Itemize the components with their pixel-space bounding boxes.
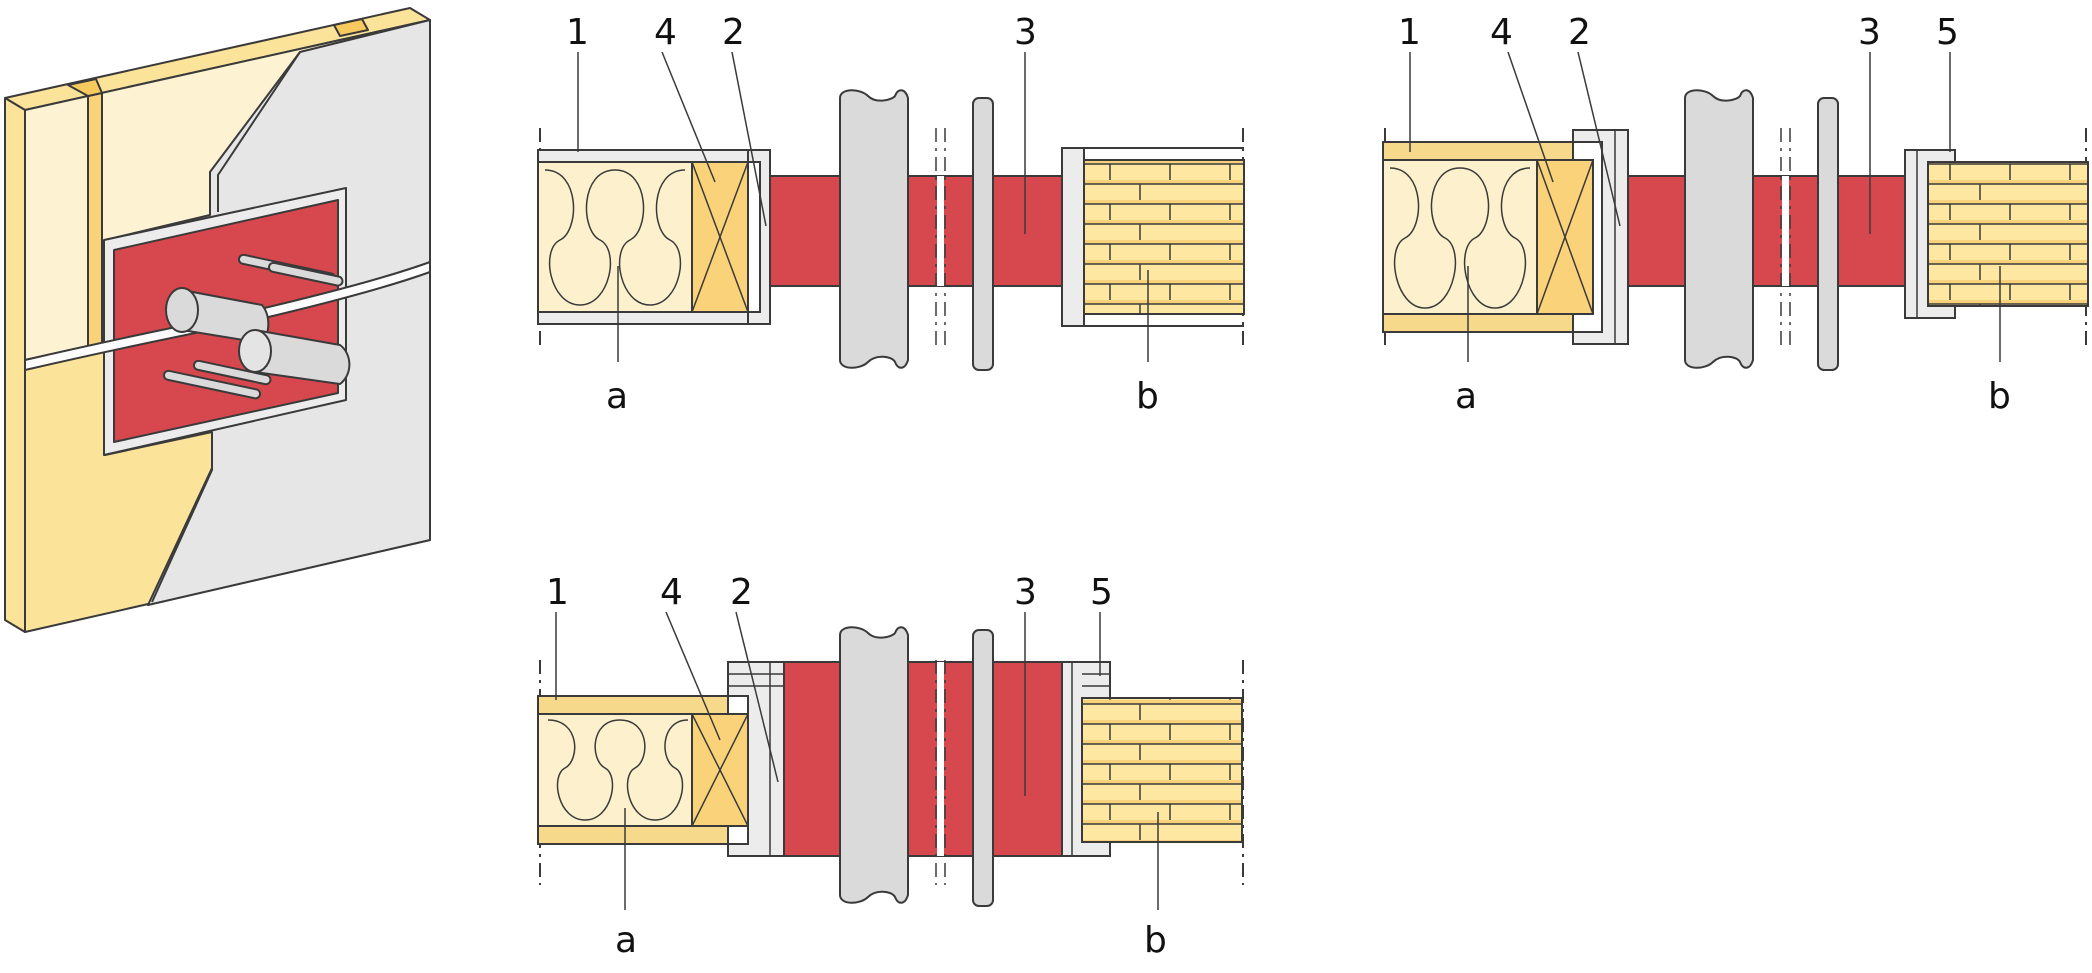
brick-wall	[1083, 159, 1245, 315]
gypsum-edge-lower	[151, 440, 213, 603]
detail-1	[537, 51, 1245, 371]
board-bottom	[537, 825, 729, 845]
label-1: 1	[566, 12, 589, 53]
detail-3	[537, 611, 1244, 910]
label-1: 1	[1398, 12, 1421, 53]
pipes	[162, 253, 351, 400]
label-3: 3	[1014, 12, 1037, 53]
leaders-1	[577, 51, 1149, 362]
label-4: 4	[660, 572, 683, 613]
label-5: 5	[1936, 12, 1959, 53]
membrane	[1627, 175, 1906, 287]
board-bottom	[1382, 313, 1574, 333]
break-line	[935, 128, 946, 350]
label-3: 3	[1858, 12, 1881, 53]
label-2: 2	[1568, 12, 1591, 53]
label-5: 5	[1090, 572, 1113, 613]
insulation-waves	[1389, 167, 1531, 309]
frame-b	[1061, 147, 1085, 327]
cable	[24, 261, 431, 371]
isometric-wall	[4, 7, 431, 633]
membrane	[783, 661, 1063, 857]
wall-stud-top-2	[333, 18, 369, 37]
wall-stud-top	[67, 78, 103, 97]
label-a: a	[1455, 376, 1477, 417]
pipe-large	[839, 626, 909, 904]
label-a: a	[606, 376, 628, 417]
board-top	[537, 695, 729, 715]
wall-left-face	[4, 97, 26, 633]
insulation-waves	[544, 169, 686, 306]
gypsum-edge	[217, 51, 301, 212]
label-4: 4	[1490, 12, 1513, 53]
pipe-large	[1684, 89, 1754, 369]
label-b: b	[1144, 920, 1167, 961]
label-3: 3	[1014, 572, 1037, 613]
insulation	[1382, 159, 1538, 315]
membrane	[769, 175, 1063, 287]
label-2: 2	[722, 12, 745, 53]
brick-wall	[1081, 697, 1243, 843]
insulation-waves	[547, 719, 689, 821]
insulation	[537, 161, 693, 313]
wall-stud	[87, 92, 103, 350]
label-4: 4	[654, 12, 677, 53]
label-2: 2	[730, 572, 753, 613]
pipe-large	[839, 89, 909, 369]
label-a: a	[615, 920, 637, 961]
pipe-small	[1817, 97, 1839, 371]
label-b: b	[1136, 376, 1159, 417]
board-bottom	[537, 311, 771, 325]
frame	[747, 149, 771, 325]
label-b: b	[1988, 376, 2011, 417]
pipe-small	[972, 97, 994, 371]
brick-wall	[1927, 161, 2089, 307]
label-1: 1	[546, 572, 569, 613]
detail-2	[1382, 51, 2089, 371]
pipe-small	[972, 629, 994, 907]
board-top	[537, 149, 771, 163]
